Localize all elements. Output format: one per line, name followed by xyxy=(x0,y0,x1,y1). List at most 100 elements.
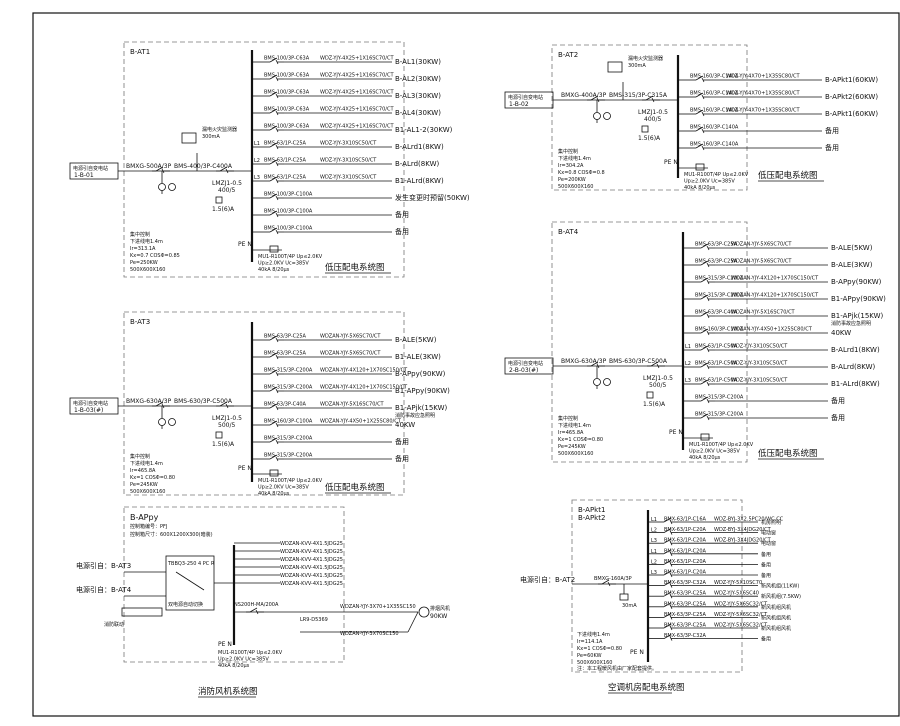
breaker-rating: BMS-160/3P-C140A xyxy=(690,108,739,114)
breaker-rating: BMS-315/3P-C200A xyxy=(695,412,744,418)
motor-symbol-b xyxy=(603,112,611,120)
panel-note: 集中控制 xyxy=(130,453,150,460)
cable-spec: WDZ-YJY-4X25+1X16SC70/CT xyxy=(320,107,394,113)
meter-rating: 1.5(6)A xyxy=(212,206,235,213)
fan-breaker-label: NS200H-MA/200A xyxy=(234,602,279,608)
cable-spec: WDZAN-YJY-5X6SC70/CT xyxy=(320,351,381,357)
branch-breaker-mark xyxy=(701,111,705,117)
breaker-rating: BMX-63/1P-C16A xyxy=(664,517,707,523)
main-breaker xyxy=(155,401,164,407)
load-label: 备用 xyxy=(825,126,839,135)
breaker-rating: BMS-63/3P-C40A xyxy=(264,402,307,408)
diagram-title: 低压配电系统图 xyxy=(325,262,385,273)
branch-breaker xyxy=(269,91,278,97)
branch-breaker xyxy=(269,437,278,443)
load-label: B-ALrd1(8KW) xyxy=(831,346,880,354)
breaker-rating: BMS-63/1P-C50A xyxy=(695,361,738,367)
load-label: B1-ALE(3KW) xyxy=(395,353,441,361)
branch-breaker xyxy=(663,560,672,565)
branch-breaker xyxy=(663,613,672,618)
breaker-rating: BMS-100/3P-C100A xyxy=(264,192,313,198)
branch-breaker-mark xyxy=(701,77,705,83)
rcd-label: 漏电火灾监测器 xyxy=(202,126,237,133)
breaker-rating: BMS-315/3P-C200A xyxy=(264,453,313,459)
panel-remark: 注：本工程暖风机由厂家配套提供。 xyxy=(577,665,657,672)
branch-breaker-mark xyxy=(275,422,279,428)
spd-spec: MU1-R100T/4P Up≤2.0KV xyxy=(258,478,323,484)
cable-spec: WDZ-YJY-4X25+1X16SC70/CT xyxy=(320,73,394,79)
load-note: 消防事故应急照明 xyxy=(395,412,435,419)
cable-spec: WDZ-YJY-3X10SC50/CT xyxy=(320,158,377,164)
cable-spec: WDZ-YJY-3X10SC50/CT xyxy=(731,361,788,367)
control-cable-spec: WDZAN-KVV-4X1.5JDG25 xyxy=(280,565,343,571)
breaker-rating: BMS-315/3P-C200A xyxy=(264,368,313,374)
meter-rating: 1.5(6)A xyxy=(638,135,661,142)
load-label: B1-APjk(15KW) xyxy=(395,404,448,412)
branch-breaker-mark xyxy=(701,94,705,100)
load-label: B1-APpy(90KW) xyxy=(395,387,450,395)
branch-breaker-mark xyxy=(275,405,279,411)
load-label: 40KW xyxy=(395,421,415,429)
incomer-label: BMS-630/3P-C500A xyxy=(609,358,668,365)
rcd-value: 30mA xyxy=(622,603,637,609)
branch-breaker xyxy=(695,109,704,115)
motor-symbol xyxy=(158,418,166,426)
cable-spec: WDZ-YJY-4X25+1X16SC70/CT xyxy=(320,90,394,96)
load-label: B-APpy(90KW) xyxy=(831,278,882,286)
panel-note: Kx=0.7 COSΦ=0.85 xyxy=(130,253,180,259)
load-label: B-APkt1(60KW) xyxy=(825,110,878,118)
panel-note: Ir=313.1A xyxy=(130,246,156,252)
source-label: 电源引自变电站 xyxy=(73,165,108,172)
spd-spec: Up≥2.0KV Uc=385V xyxy=(258,485,309,491)
branch-breaker-mark xyxy=(275,229,279,235)
load-label: B1-ALrd(8KW) xyxy=(395,177,444,185)
spd-spec: MU1-R100T/4P Up≤2.0KV xyxy=(689,442,754,448)
branch-breaker-mark xyxy=(706,313,710,319)
load-label: 备用 xyxy=(395,437,409,446)
branch-breaker xyxy=(695,75,704,81)
branch-breaker xyxy=(269,420,278,426)
branch-breaker xyxy=(700,311,709,317)
load-label: 机房照明 xyxy=(761,519,781,526)
meter-rating: 1.5(6)A xyxy=(643,401,666,408)
branch-breaker-mark xyxy=(669,562,673,567)
fan-breaker-mark xyxy=(255,609,259,615)
main-breaker-mark xyxy=(161,403,165,409)
branch-breaker-mark xyxy=(669,594,673,599)
load-label: B-AL1(30KW) xyxy=(395,58,441,66)
control-cable-spec: WDZAN-KVV-4X1.5JDG25 xyxy=(280,581,343,587)
breaker-rating: BMX-63/3P-C25A xyxy=(664,591,707,597)
branch-breaker-mark xyxy=(706,381,710,387)
breaker-rating: BMS-100/3P-C63A xyxy=(264,107,310,113)
load-label: 备用 xyxy=(761,572,771,579)
branch-breaker-mark xyxy=(275,195,279,201)
diagram-title: 低压配电系统图 xyxy=(758,170,818,181)
breaker-rating: BMX-63/3P-C25A xyxy=(664,601,707,607)
branch-breaker-mark xyxy=(706,262,710,268)
breaker-rating: BMS-100/3P-C100A xyxy=(264,209,313,215)
main-breaker-label: BMXG-630A/3P xyxy=(561,358,607,365)
ats-switch xyxy=(175,571,205,591)
cable-spec: WDZAN-YJY-5X6SC70/CT xyxy=(731,242,792,248)
source-label: 电源引自变电站 xyxy=(73,400,108,407)
spd-spec: 40kA 8/20μs xyxy=(218,663,250,669)
diagram-title: 低压配电系统图 xyxy=(325,482,385,493)
breaker-rating: BMS-315/3P-C200A xyxy=(695,276,744,282)
branch-breaker-mark xyxy=(706,415,710,421)
spd-spec: Up≥2.0KV Uc=385V xyxy=(689,449,740,455)
cable-spec: WDZAN-YJY-4X120+1X70SC150/CT xyxy=(731,276,819,282)
incomer-label: BMS-400/3P-C400A xyxy=(174,163,233,170)
branch-breaker-mark xyxy=(275,388,279,394)
main-breaker-label: BMXG-500A/3P xyxy=(126,163,172,170)
cable-spec: WDZ-YJY-4X70+1X35SC80/CT xyxy=(726,108,800,114)
panel-sub: 控制箱尺寸：600X1200X300(暗装) xyxy=(130,531,213,538)
pe-n-label: PE N xyxy=(669,429,683,436)
breaker-rating: BMX-63/3P-C32A xyxy=(664,633,707,639)
panel-boundary xyxy=(551,44,748,191)
meter-box xyxy=(646,391,654,399)
branch-breaker xyxy=(269,57,278,63)
phase-label: L1 xyxy=(685,344,691,350)
breaker-rating: BMS-100/3P-C63A xyxy=(264,73,310,79)
cable-spec: WDZ-YJY-3X10SC50/CT xyxy=(320,141,377,147)
ct-ratio: 500/5 xyxy=(218,422,235,429)
